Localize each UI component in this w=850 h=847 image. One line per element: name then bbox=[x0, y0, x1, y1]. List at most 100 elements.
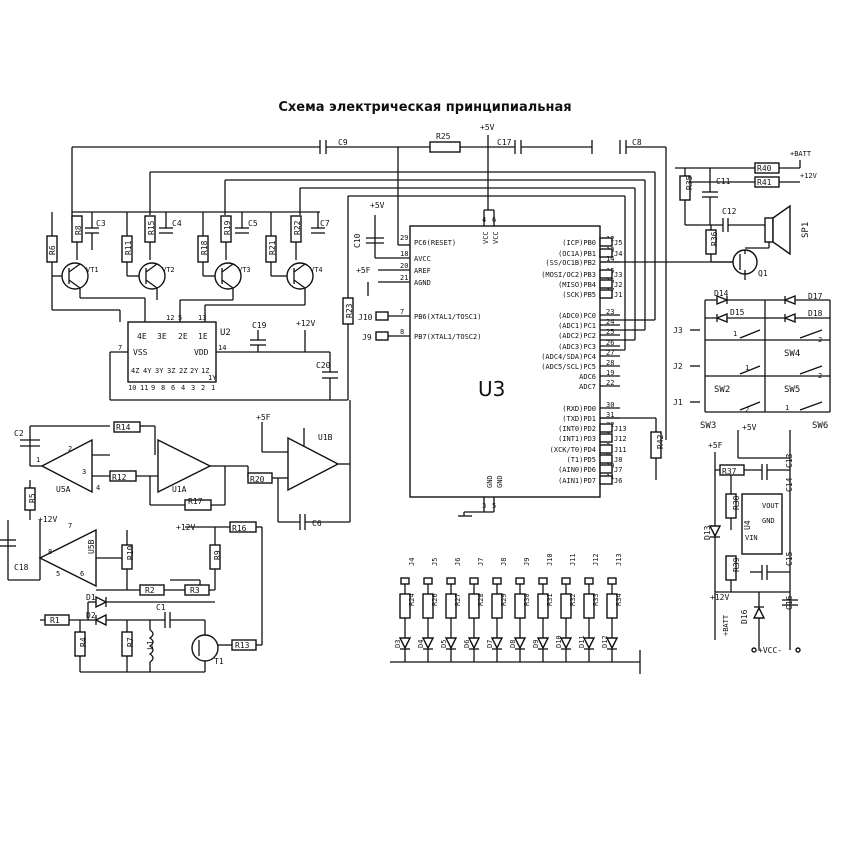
u3-right-pin-num: 22 bbox=[606, 379, 614, 387]
q1-label: Q1 bbox=[758, 269, 768, 278]
led-connector-label: J5 bbox=[431, 558, 439, 566]
transistor-stages: R6 R8 R11 R15 R18 R19 R21 R22 C3 C4 C5 C… bbox=[46, 211, 330, 322]
plus12v-opamp-label: +12V bbox=[38, 515, 57, 524]
u3-right-pin-name: (ADC4/SDA)PC4 bbox=[541, 353, 596, 361]
u2-pin-1z: 1Z bbox=[201, 367, 209, 375]
u3-connector-pad bbox=[599, 454, 613, 464]
plus5f-opamp-label: +5F bbox=[256, 413, 271, 422]
switch-matrix: D14 D15 D17 D18 SW4 SW2 SW5 SW3 SW6 J3 J… bbox=[673, 289, 831, 431]
u2-num-2: 2 bbox=[201, 384, 205, 392]
u1b-label: U1B bbox=[318, 433, 333, 442]
u3-left-pin-num: 20 bbox=[400, 262, 408, 270]
c8-label: C8 bbox=[632, 138, 642, 147]
u2-pin-2y: 2Y bbox=[190, 367, 199, 375]
r35-label: R35 bbox=[685, 175, 694, 190]
u3-right-pin-name: (AIN0)PD6 bbox=[558, 466, 596, 474]
sw5-label: SW5 bbox=[784, 385, 800, 395]
led-label: D7 bbox=[486, 640, 494, 648]
r21-label: R21 bbox=[268, 240, 277, 255]
c1-label: C1 bbox=[156, 603, 166, 612]
u3-mcu: U3 29PC6(RESET)18AVCC20AREF21AGND7PB6(XT… bbox=[342, 201, 627, 517]
top-bus: C9 R25 C17 C8 +5V bbox=[71, 123, 667, 440]
u3-top-pin-name: VCC bbox=[492, 231, 500, 244]
u2-num-13: 13 bbox=[198, 314, 206, 322]
u3-left-pin-name: PB7(XTAL1/TOSC2) bbox=[414, 333, 481, 341]
r13-label: R13 bbox=[235, 641, 250, 650]
sw-pin1-c: 1 bbox=[785, 404, 789, 412]
u3-connector-pad bbox=[599, 475, 613, 485]
u5a-pin-3: 3 bbox=[82, 468, 86, 476]
led-diode bbox=[398, 637, 412, 650]
c6-label: C6 bbox=[312, 519, 322, 528]
led-diode bbox=[490, 637, 504, 650]
r14-label: R14 bbox=[116, 423, 131, 432]
u3-bottom-pin-name: GND bbox=[486, 475, 494, 488]
u2-num-11: 11 bbox=[140, 384, 148, 392]
r39-label: R39 bbox=[732, 557, 741, 572]
sw2-label: SW2 bbox=[714, 385, 730, 395]
led-resistor-label: R29 bbox=[500, 593, 508, 606]
led-resistor-label: R30 bbox=[523, 593, 531, 606]
u3-bottom-pin-num: 3 bbox=[482, 502, 486, 510]
led-resistor-label: R26 bbox=[431, 593, 439, 606]
r36-label: R36 bbox=[710, 231, 719, 246]
u3-right-pin-num: 27 bbox=[606, 349, 614, 357]
u2-pin-3e: 3E bbox=[157, 332, 167, 341]
u3-right-pin-name: (ADC2)PC2 bbox=[558, 332, 596, 340]
r1-label: R1 bbox=[50, 616, 60, 625]
u3-top-pin-name: VCC bbox=[482, 231, 490, 244]
r41-label: R41 bbox=[757, 178, 772, 187]
u5b-pin-7: 7 bbox=[68, 522, 72, 530]
sw-pin1-a: 1 bbox=[733, 330, 737, 338]
led-connector-pad bbox=[400, 577, 410, 585]
led-connector-label: J4 bbox=[408, 558, 416, 566]
led-connector-label: J13 bbox=[615, 553, 623, 566]
c2-label: C2 bbox=[14, 429, 24, 438]
j9-label: J9 bbox=[362, 333, 372, 342]
led-resistor-label: R24 bbox=[408, 593, 416, 606]
led-diode bbox=[513, 637, 527, 650]
c4-label: C4 bbox=[172, 219, 182, 228]
r8-label: R8 bbox=[74, 225, 83, 235]
u3-left-pin-num: 18 bbox=[400, 250, 408, 258]
led-resistor-label: R28 bbox=[477, 593, 485, 606]
u3-right-pin-name: (SS/OC1B)PB2 bbox=[545, 259, 596, 267]
u3-right-pin-name: (TXD)PD1 bbox=[562, 415, 596, 423]
u2-num-8: 8 bbox=[161, 384, 165, 392]
u3-connector-label: J11 bbox=[614, 446, 627, 454]
led-label: D11 bbox=[578, 635, 586, 648]
u3-connector-label: J12 bbox=[614, 435, 627, 443]
led-connector-pad bbox=[538, 577, 548, 585]
sw-pin2-a: 2 bbox=[818, 336, 822, 344]
u3-left-pin-num: 21 bbox=[400, 274, 408, 282]
led-connector-pad bbox=[515, 577, 525, 585]
led-connector-label: J7 bbox=[477, 558, 485, 566]
u2-pin-vdd: VDD bbox=[194, 348, 209, 357]
r10-label: R10 bbox=[126, 545, 135, 560]
u3-bottom-pin-name: GND bbox=[496, 475, 504, 488]
r37-label: R37 bbox=[722, 467, 737, 476]
plus5v-top-label: +5V bbox=[480, 123, 495, 132]
led-chain: J4R24D3J5R26D4J6R27D5J7R28D6J8R29D7J9R30… bbox=[390, 553, 641, 674]
vt4-label: VT4 bbox=[310, 266, 323, 274]
batt-power-label: +BATT bbox=[722, 614, 730, 636]
c20-label: C20 bbox=[316, 361, 331, 370]
u3-connector-pad bbox=[599, 237, 613, 247]
u2-pin-2z: 2Z bbox=[179, 367, 187, 375]
u5b-label: U5B bbox=[87, 539, 96, 554]
d1-label: D1 bbox=[86, 593, 96, 602]
r12-label: R12 bbox=[112, 473, 127, 482]
led-resistor-label: R27 bbox=[454, 593, 462, 606]
u3-right-pin-num: 25 bbox=[606, 328, 614, 336]
u3-left-pin-num: 29 bbox=[400, 234, 408, 242]
led-connector-pad bbox=[469, 577, 479, 585]
u3-right-pin-name: (T1)PD5 bbox=[566, 456, 596, 464]
u3-right-pin-name: (ADC0)PC0 bbox=[558, 312, 596, 320]
u3-left-pin-name: AVCC bbox=[414, 255, 431, 263]
r2-label: R2 bbox=[145, 586, 155, 595]
u3-right-pin-name: (ICP)PB0 bbox=[562, 239, 596, 247]
u5b-pin-5: 5 bbox=[56, 570, 60, 578]
c12-label: C12 bbox=[722, 207, 737, 216]
u3-right-pin-num: 26 bbox=[606, 339, 614, 347]
